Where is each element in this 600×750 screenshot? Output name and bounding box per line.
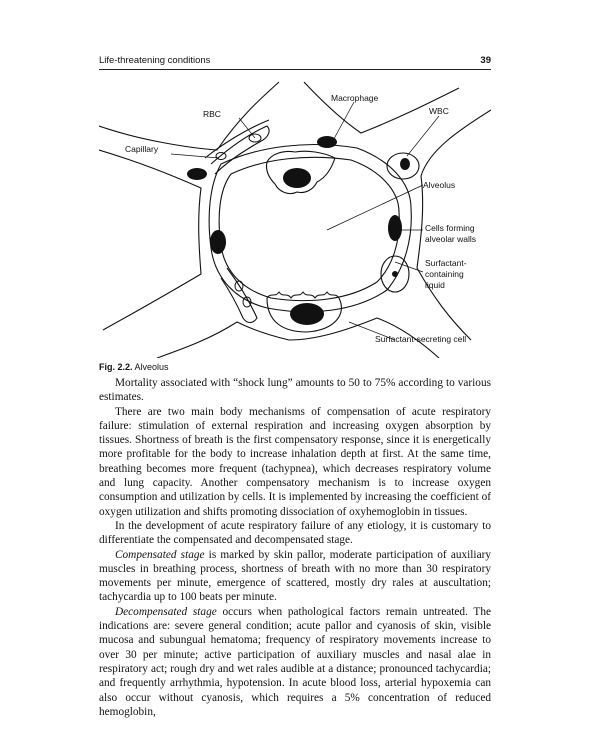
paragraph-1: Mortality associated with “shock lung” a… [99, 377, 491, 404]
label-rbc: RBC [203, 109, 221, 119]
wbc-nucleus [400, 158, 410, 170]
term-decompensated-stage: Decompensated stage [115, 605, 217, 618]
nucleus-top [317, 136, 337, 148]
surfactant-cell [266, 291, 342, 333]
body-text: Mortality associated with “shock lung” a… [99, 376, 491, 719]
surfactant-liquid-cell [380, 255, 410, 293]
capillary-bottom-left [220, 267, 258, 324]
paragraph-4: Compensated stage is marked by skin pall… [99, 548, 491, 604]
capillary-top-left [210, 125, 270, 175]
label-surfactant-liquid-2: containing [425, 269, 464, 279]
label-alveolus: Alveolus [423, 180, 455, 190]
macrophage-nucleus [283, 168, 311, 188]
wbc-cell [386, 152, 420, 180]
paragraph-3: In the development of acute respiratory … [99, 519, 491, 547]
label-surfactant-liquid-3: liquid [425, 280, 445, 290]
paragraph-5: Decompensated stage occurs when patholog… [99, 605, 491, 718]
label-wbc: WBC [429, 106, 449, 116]
nucleus-left-top [187, 168, 207, 180]
tissue-outline [99, 81, 491, 358]
section-title: Life-threatening conditions [99, 55, 211, 66]
header-rule [99, 69, 491, 70]
nucleus-left [210, 230, 226, 254]
paragraph-2: There are two main body mechanisms of co… [99, 405, 491, 518]
alveolus-figure: RBC Macrophage WBC Capillary Alveolus Ce… [99, 78, 491, 358]
label-macrophage: Macrophage [331, 93, 379, 103]
nucleus-bottom-right [392, 271, 398, 277]
label-cells-forming-1: Cells forming [425, 223, 475, 233]
rbc-cell [248, 133, 262, 143]
running-header: Life-threatening conditions 39 [99, 55, 491, 69]
label-cells-forming-2: alveolar walls [425, 234, 476, 244]
caption-label: Fig. 2.2. [99, 362, 133, 372]
macrophage-cell [265, 150, 336, 195]
label-surfactant-cell: Surfactant-secreting cell [375, 334, 466, 344]
term-compensated-stage: Compensated stage [115, 548, 205, 561]
surfactant-cell-nucleus [290, 303, 324, 325]
label-surfactant-liquid-1: Surfactant- [425, 258, 467, 268]
alveolus-diagram: RBC Macrophage WBC Capillary Alveolus Ce… [99, 81, 491, 358]
nucleus-right [388, 215, 402, 241]
caption-text: Alveolus [134, 362, 169, 372]
label-capillary: Capillary [125, 144, 159, 154]
alveolar-wall-outer [208, 144, 412, 313]
page-number: 39 [480, 55, 491, 66]
figure-caption: Fig. 2.2. Alveolus [99, 362, 169, 372]
